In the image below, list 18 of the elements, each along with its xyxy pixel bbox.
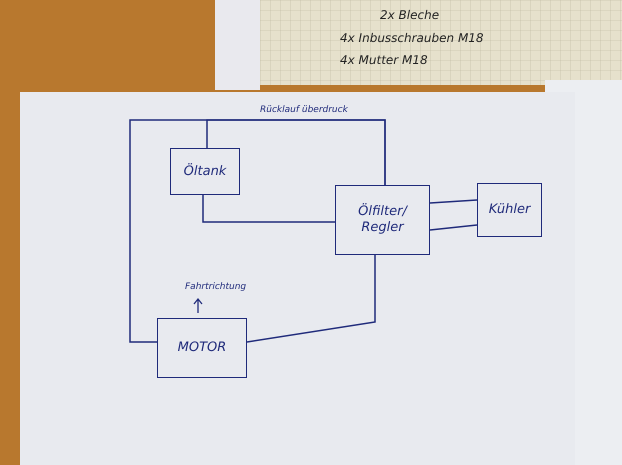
node-label: Ölfilter/ Regler (357, 204, 409, 236)
process-box (335, 185, 430, 255)
note-text: 4x Mutter M18 (340, 53, 428, 67)
process-box (170, 148, 240, 195)
connector-line (202, 195, 335, 223)
process-box (477, 183, 542, 237)
connector-line (129, 119, 386, 343)
process-box (157, 318, 247, 378)
connector-line (430, 199, 478, 204)
node-label: Öltank (184, 164, 226, 180)
connector-line (430, 224, 478, 231)
note-text: 2x Bleche (380, 8, 440, 22)
edge-label: Rücklauf überdruck (260, 105, 348, 115)
connector-line (246, 255, 376, 343)
direction-label: Fahrtrichtung (185, 282, 246, 292)
node-label: Kühler (488, 202, 530, 218)
node-label: MOTOR (178, 340, 226, 356)
note-text: 4x Inbusschrauben M18 (340, 31, 484, 45)
